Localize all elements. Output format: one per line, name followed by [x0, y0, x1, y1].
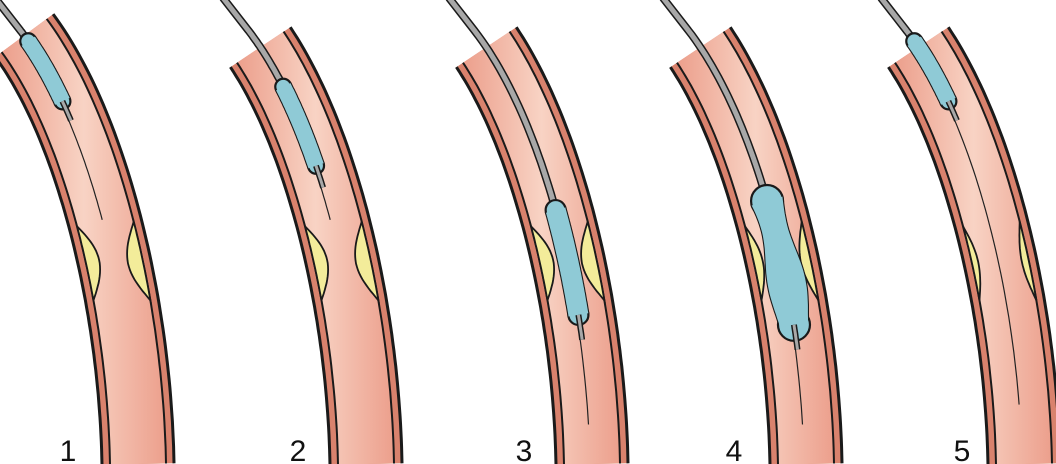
step-5-panel — [881, 0, 1056, 464]
step-2-label: 2 — [290, 435, 307, 464]
step-5-label: 5 — [954, 435, 971, 464]
step-1-label: 1 — [60, 435, 77, 464]
step-3-label: 3 — [516, 435, 533, 464]
step-4-panel — [663, 0, 842, 464]
step-2-panel — [223, 0, 402, 464]
step-3-panel — [449, 0, 628, 464]
step-4-label: 4 — [726, 435, 743, 464]
step-1-panel — [0, 0, 174, 464]
